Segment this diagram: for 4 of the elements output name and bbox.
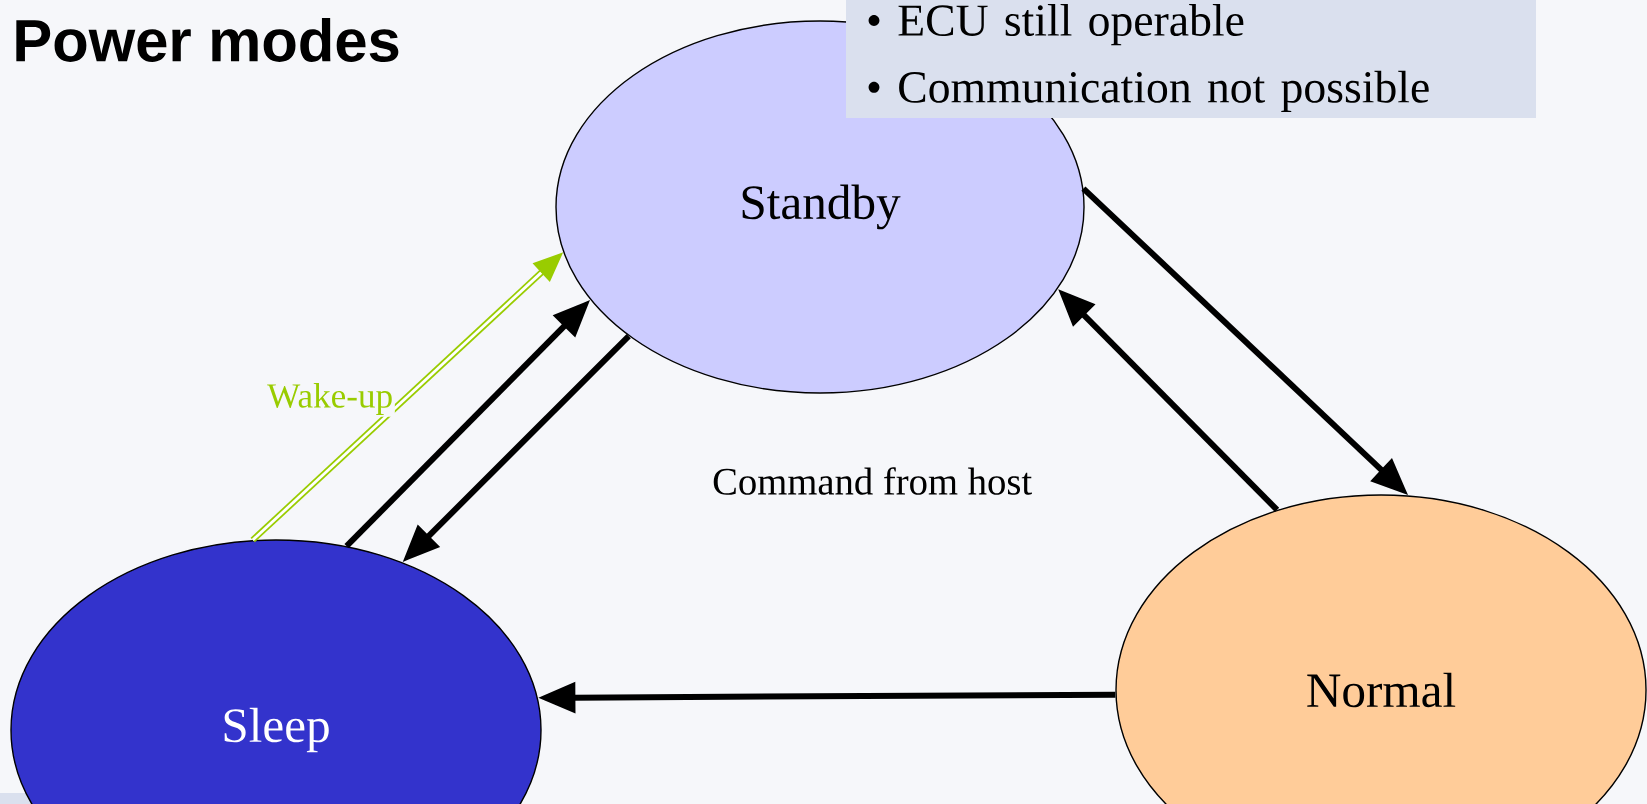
- edge-label: Command from host: [710, 465, 1034, 497]
- note-box: • ECU still operable • Communication not possible: [846, 0, 1536, 118]
- edge-label: Wake-up: [265, 381, 395, 417]
- title: Power modes: [16, 18, 399, 62]
